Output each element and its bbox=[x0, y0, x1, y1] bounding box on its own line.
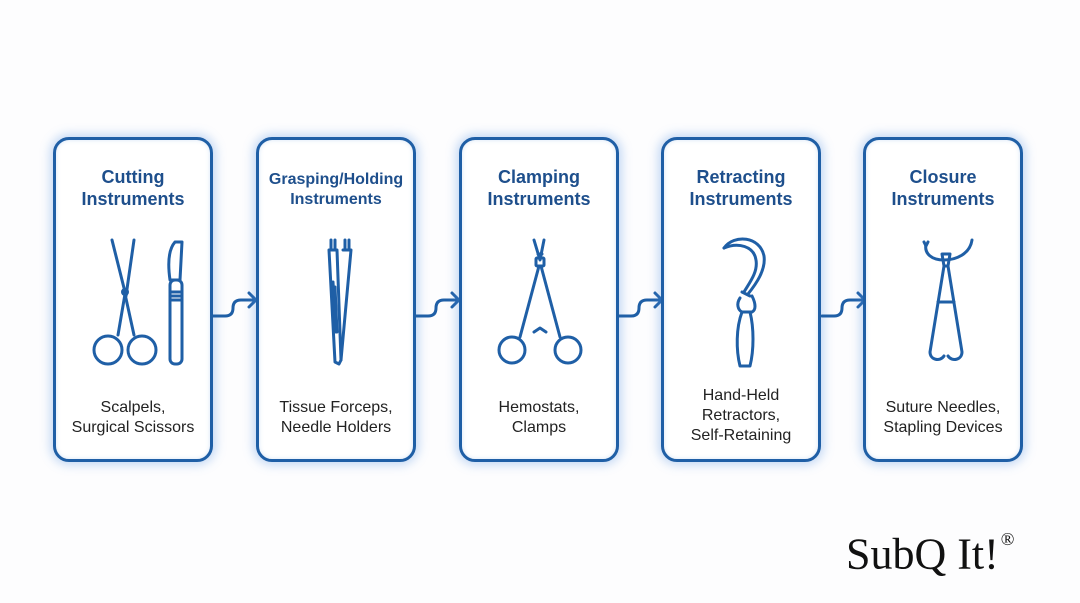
card-description: Hemostats, Clamps bbox=[498, 399, 580, 436]
step-card-grasping: Grasping/Holding Instruments Tissue Forc… bbox=[256, 137, 416, 462]
card-title: Retracting Instruments bbox=[689, 167, 793, 209]
card-title: Cutting Instruments bbox=[81, 167, 185, 209]
retractor-icon bbox=[722, 237, 766, 368]
step-card-clamping: Clamping Instruments Hemostats, Clamps bbox=[459, 137, 619, 462]
scissors-scalpel-icon bbox=[92, 238, 184, 366]
brand-logo: SubQ It!® bbox=[846, 529, 1015, 579]
card-title: Grasping/Holding Instruments bbox=[268, 171, 404, 208]
step-card-retracting: Retracting Instruments Hand-Held Retract… bbox=[661, 137, 821, 462]
step-card-closure: Closure Instruments Suture Needles, Stap… bbox=[863, 137, 1023, 462]
step-card-cutting: Cutting Instruments Scalpels, Surgical S… bbox=[53, 137, 213, 462]
card-title: Closure Instruments bbox=[891, 167, 995, 209]
card-description: Tissue Forceps, Needle Holders bbox=[279, 399, 393, 436]
hemostat-icon bbox=[497, 238, 583, 365]
card-title: Clamping Instruments bbox=[487, 167, 591, 209]
suture-needle-holder-icon bbox=[922, 238, 974, 361]
card-description: Suture Needles, Stapling Devices bbox=[883, 399, 1003, 436]
forceps-icon bbox=[327, 238, 353, 366]
card-description: Scalpels, Surgical Scissors bbox=[71, 399, 195, 436]
card-description: Hand-Held Retractors, Self-Retaining bbox=[690, 387, 792, 444]
